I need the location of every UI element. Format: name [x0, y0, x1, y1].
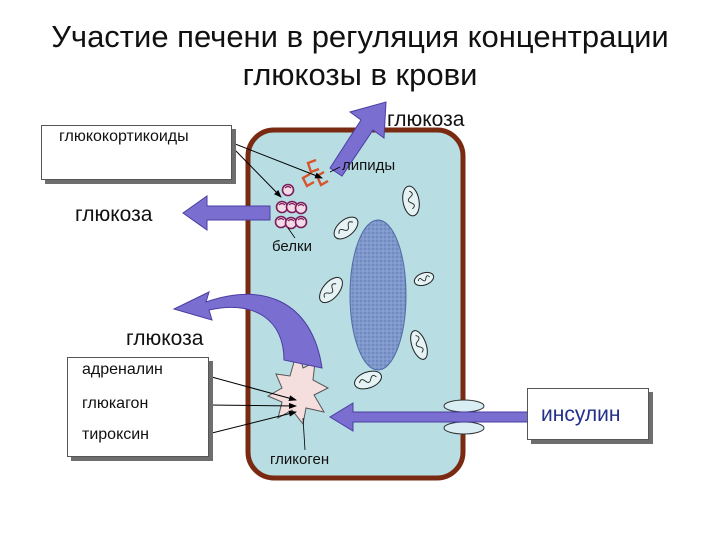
insulin-receptor-lower: [443, 421, 485, 435]
glucose-release-arrow-left: [182, 195, 271, 231]
glucose-label-left: глюкоза: [75, 203, 153, 226]
hormones-box: [67, 357, 209, 457]
insulin-label: инсулин: [541, 403, 621, 426]
insulin-box: [527, 388, 649, 440]
mitochondrion: [319, 276, 343, 304]
insulin-arrow: [329, 402, 529, 432]
lipids-label: липиды: [342, 157, 396, 174]
glucagon-label: глюкагон: [82, 395, 149, 412]
mitochondrion: [402, 185, 420, 217]
mitochondrion: [333, 216, 359, 240]
mitochondrion: [410, 330, 428, 360]
glucocorticoids-label: глюкокортикоиды: [59, 128, 189, 145]
title-line-2: глюкозы в крови: [242, 57, 478, 92]
proteins-label: белки: [272, 238, 312, 255]
mitochondrion: [354, 370, 382, 390]
thyroxine-label: тироксин: [82, 426, 150, 443]
glucose-release-arrow-top: [329, 101, 387, 177]
glycogen-label: гликоген: [270, 451, 330, 468]
hormone-arrows: [207, 139, 323, 435]
insulin-receptor-upper: [443, 399, 485, 413]
glucocorticoids-box: [41, 125, 232, 180]
glucose-label-middle: глюкоза: [126, 327, 204, 350]
mitochondrion: [413, 271, 435, 287]
protein-molecules: [274, 183, 308, 230]
glucose-curved-arrow: [172, 291, 323, 369]
cell-nucleus: [349, 219, 407, 371]
glucose-label-top: глюкоза: [387, 108, 465, 131]
diagram-title: Участие печени в регуляция концентрации …: [0, 18, 720, 94]
adrenaline-label: адреналин: [82, 361, 163, 378]
label-leader-lines: [287, 166, 341, 451]
title-line-1: Участие печени в регуляция концентрации: [51, 19, 669, 54]
